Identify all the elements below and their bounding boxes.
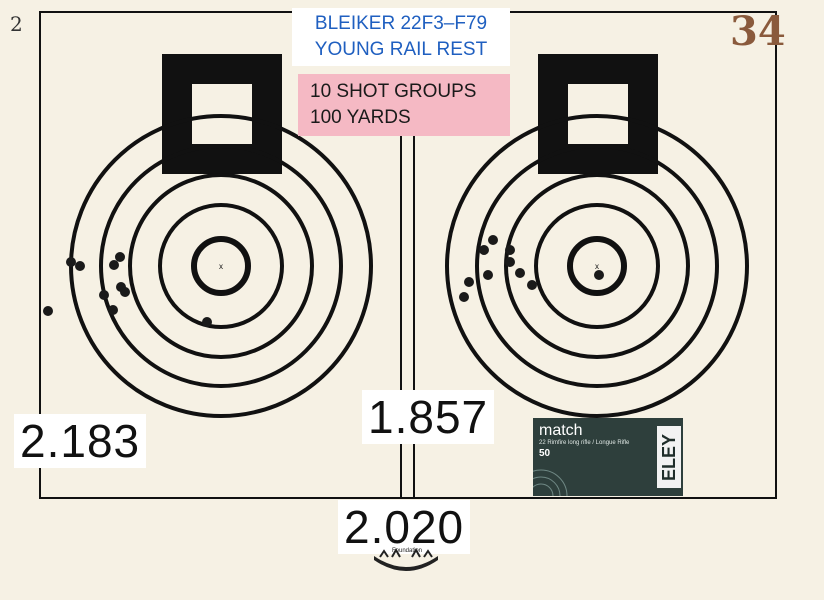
bullet-hole [488, 235, 498, 245]
bullet-hole [515, 268, 525, 278]
bullet-hole [459, 292, 469, 302]
right-aim-square-window [568, 84, 628, 144]
ammo-product: match [539, 422, 583, 439]
bullet-hole [505, 245, 515, 255]
bullet-hole [108, 305, 118, 315]
bullet-hole [109, 260, 119, 270]
right-ring-4 [534, 203, 660, 329]
left-group-size: 2.183 [14, 414, 147, 468]
bullet-hole [99, 290, 109, 300]
left-ring-3 [128, 173, 314, 359]
left-center-mark: x [219, 262, 223, 271]
right-ring-2 [475, 144, 719, 388]
corner-mark: 2 [10, 12, 23, 36]
right-target: x [445, 54, 749, 418]
average-group-size: 2.020 [338, 500, 471, 554]
foundation-logo: Foundation [370, 547, 442, 574]
bullet-hole [479, 245, 489, 255]
firearm-line: BLEIKER 22F3–F79 [314, 13, 488, 34]
left-aim-square-window [192, 84, 252, 144]
bullet-hole [75, 261, 85, 271]
ammo-count: 50 [539, 448, 551, 459]
right-center-mark: x [595, 262, 599, 271]
ammo-ring-graphic [533, 469, 568, 496]
rest-line: YOUNG RAIL REST [314, 39, 488, 60]
ammo-brand: ELEY [657, 426, 681, 488]
left-bullseye-ring [191, 236, 251, 296]
bullet-hole [505, 257, 515, 267]
bullet-hole [464, 277, 474, 287]
logo-text: Foundation [392, 548, 423, 554]
left-bullet-holes [43, 252, 212, 327]
ammo-description: 22 Rimfire long rifle / Longue Rifle [539, 440, 630, 446]
rifle-label: BLEIKER 22F3–F79 YOUNG RAIL REST [292, 8, 510, 66]
left-ring-2 [99, 144, 343, 388]
bullet-hole [115, 252, 125, 262]
left-target: x [69, 54, 373, 418]
right-group-size: 1.857 [362, 390, 495, 444]
right-ring-1 [445, 114, 749, 418]
groups-line: 10 SHOT GROUPS [310, 81, 477, 102]
right-bullet-holes [459, 235, 604, 302]
test-label: 10 SHOT GROUPS 100 YARDS [298, 74, 510, 136]
left-ring-4 [158, 203, 284, 329]
bullet-hole [527, 280, 537, 290]
right-ring-3 [504, 173, 690, 359]
bullet-hole [66, 257, 76, 267]
distance-line: 100 YARDS [310, 107, 411, 128]
bullet-hole [483, 270, 493, 280]
foundation-logo-icon [374, 547, 438, 571]
bullet-hole [594, 270, 604, 280]
bullet-hole [202, 317, 212, 327]
right-bullseye-ring [567, 236, 627, 296]
bullet-hole [43, 306, 53, 316]
bullet-hole [120, 287, 130, 297]
ammo-box-label: match 22 Rimfire long rifle / Longue Rif… [533, 418, 683, 496]
sheet-number: 34 [730, 8, 786, 55]
